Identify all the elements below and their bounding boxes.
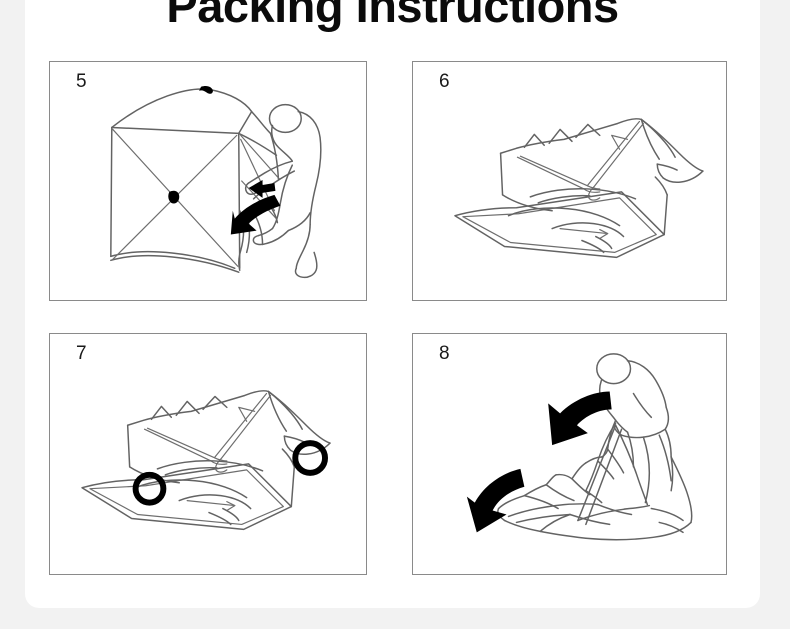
panel-step-8: 8 — [412, 333, 727, 575]
panel-number-6: 6 — [439, 71, 450, 92]
illustration-step-7 — [81, 390, 331, 531]
panel-step-7: 7 — [49, 333, 367, 575]
illustration-step-6 — [454, 117, 704, 259]
direction-arrows-step-5 — [230, 180, 281, 235]
panel-number-8: 8 — [439, 343, 450, 364]
panel-step-6: 6 — [412, 61, 727, 301]
folded-tent-drawing — [454, 117, 704, 259]
illustration-step-8 — [466, 353, 693, 541]
page-title: Packing Instructions — [166, 0, 619, 32]
circle-highlight-left — [132, 471, 167, 506]
illustration-step-5 — [110, 86, 322, 279]
panel-number-5: 5 — [76, 71, 87, 92]
corner-highlight-markers — [132, 440, 328, 506]
panel-step-5: 5 — [49, 61, 367, 301]
content-card: Packing Instructions 5 — [25, 0, 760, 608]
panel-number-7: 7 — [76, 343, 87, 364]
rolled-tent-drawing — [497, 422, 693, 541]
direction-arrows-step-8 — [466, 391, 612, 533]
circle-highlight-right — [292, 440, 328, 476]
